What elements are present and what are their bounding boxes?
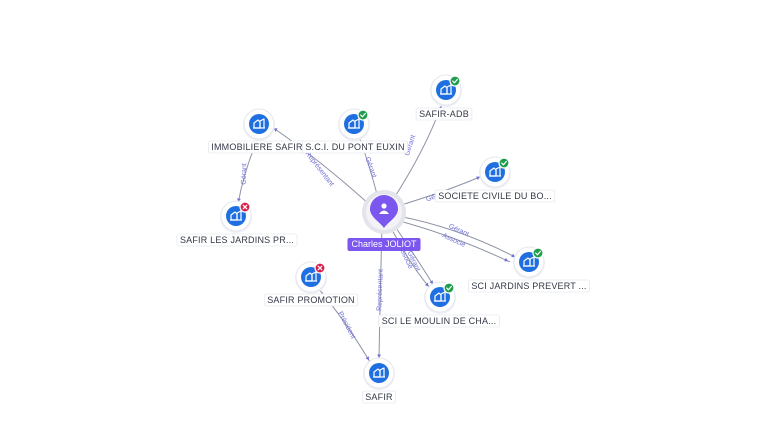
node-label-box — [263, 293, 359, 307]
building-icon — [489, 166, 501, 177]
close-badge-icon — [239, 201, 251, 213]
node-label-box — [302, 140, 408, 154]
edge-arrow — [476, 176, 481, 180]
edge-label: Gérant — [363, 156, 377, 179]
building-icon — [305, 271, 317, 282]
node-label-text: SOCIETE CIVILE DU BO... — [438, 191, 552, 201]
building-icon — [523, 256, 535, 267]
node-label-text: SAFIR — [365, 392, 393, 402]
company-node-safir-promotion[interactable]: SAFIR PROMOTION — [263, 261, 359, 307]
check-badge-icon — [449, 75, 461, 87]
company-node-safir[interactable]: SAFIR — [361, 357, 397, 404]
edge-arrow — [424, 282, 429, 287]
edge-label: Gérant — [241, 163, 249, 185]
node-label: SCI JARDINS PREVERT ... — [468, 279, 590, 293]
node-label-text: SAFIR LES JARDINS PR... — [180, 235, 294, 245]
node-label-box — [468, 279, 590, 293]
edge-arrow — [504, 257, 509, 262]
node-label-text: S.C.I. DU PONT EUXIN — [305, 142, 404, 152]
company-node-sci-jardins-prevert[interactable]: SCI JARDINS PREVERT ... — [468, 246, 590, 293]
node-label-box — [176, 233, 298, 247]
edge-label: Représentant — [376, 269, 384, 311]
check-badge-icon — [498, 157, 510, 169]
node-label-box — [434, 189, 556, 203]
check-badge-icon — [443, 282, 455, 294]
close-badge-icon — [314, 262, 326, 274]
edge-center-sci-jardins-prevert — [395, 219, 511, 263]
edge-label: Représentant — [303, 150, 334, 187]
node-label-box — [378, 314, 500, 328]
edge-arrow — [511, 253, 516, 258]
edge-center-immobiliere-safir — [271, 126, 371, 206]
company-node-immobiliere-safir[interactable]: IMMOBILIERE SAFIR — [207, 108, 307, 154]
node-label-text: IMMOBILIERE SAFIR — [211, 142, 303, 152]
node-label-text: SCI JARDINS PREVERT ... — [471, 281, 586, 291]
edge-arrow — [365, 356, 369, 361]
center-person-node[interactable]: Charles JOLIOT — [347, 190, 421, 251]
building-icon — [373, 367, 385, 378]
company-node-societe-civile-du-bo[interactable]: SOCIETE CIVILE DU BO... — [434, 156, 556, 203]
node-label-box — [361, 390, 397, 404]
node-disc — [249, 114, 269, 134]
center-person-label: Charles JOLIOT — [347, 238, 421, 251]
building-icon — [230, 210, 242, 221]
center-label-text: Charles JOLIOT — [351, 239, 417, 249]
node-label-box — [415, 107, 473, 121]
node-label: SOCIETE CIVILE DU BO... — [434, 189, 556, 203]
company-node-safir-adb[interactable]: SAFIR-ADB — [415, 74, 473, 121]
company-node-sci-le-moulin[interactable]: SCI LE MOULIN DE CHA... — [378, 281, 500, 328]
check-badge-icon — [532, 247, 544, 259]
node-label-text: SCI LE MOULIN DE CHA... — [382, 316, 497, 326]
node-label: SAFIR PROMOTION — [263, 293, 359, 307]
edge-arrow — [377, 354, 382, 359]
company-node-safir-les-jardins[interactable]: SAFIR LES JARDINS PR... — [176, 200, 298, 247]
center-label-box — [347, 238, 421, 251]
edge-arrow — [237, 198, 241, 203]
node-label: S.C.I. DU PONT EUXIN — [302, 140, 408, 154]
edge-arrow — [429, 280, 433, 285]
check-badge-icon — [357, 109, 369, 121]
node-label: SAFIR LES JARDINS PR... — [176, 233, 298, 247]
edge-arrow — [273, 128, 278, 132]
edge-center-sci-jardins-prevert — [397, 215, 518, 259]
edge-label: Président — [336, 311, 356, 340]
person-icon — [379, 203, 389, 214]
company-node-sci-du-pont-euxin[interactable]: S.C.I. DU PONT EUXIN — [302, 108, 408, 154]
node-label: SAFIR-ADB — [415, 107, 473, 121]
building-icon — [348, 118, 360, 129]
node-disc — [369, 363, 389, 383]
node-label: IMMOBILIERE SAFIR — [207, 140, 307, 154]
building-icon — [253, 118, 265, 129]
building-icon — [434, 291, 446, 302]
node-label-text: SAFIR PROMOTION — [267, 295, 355, 305]
node-label-text: SAFIR-ADB — [419, 109, 469, 119]
node-label: SCI LE MOULIN DE CHA... — [378, 314, 500, 328]
node-label: SAFIR — [361, 390, 397, 404]
building-icon — [440, 84, 452, 95]
